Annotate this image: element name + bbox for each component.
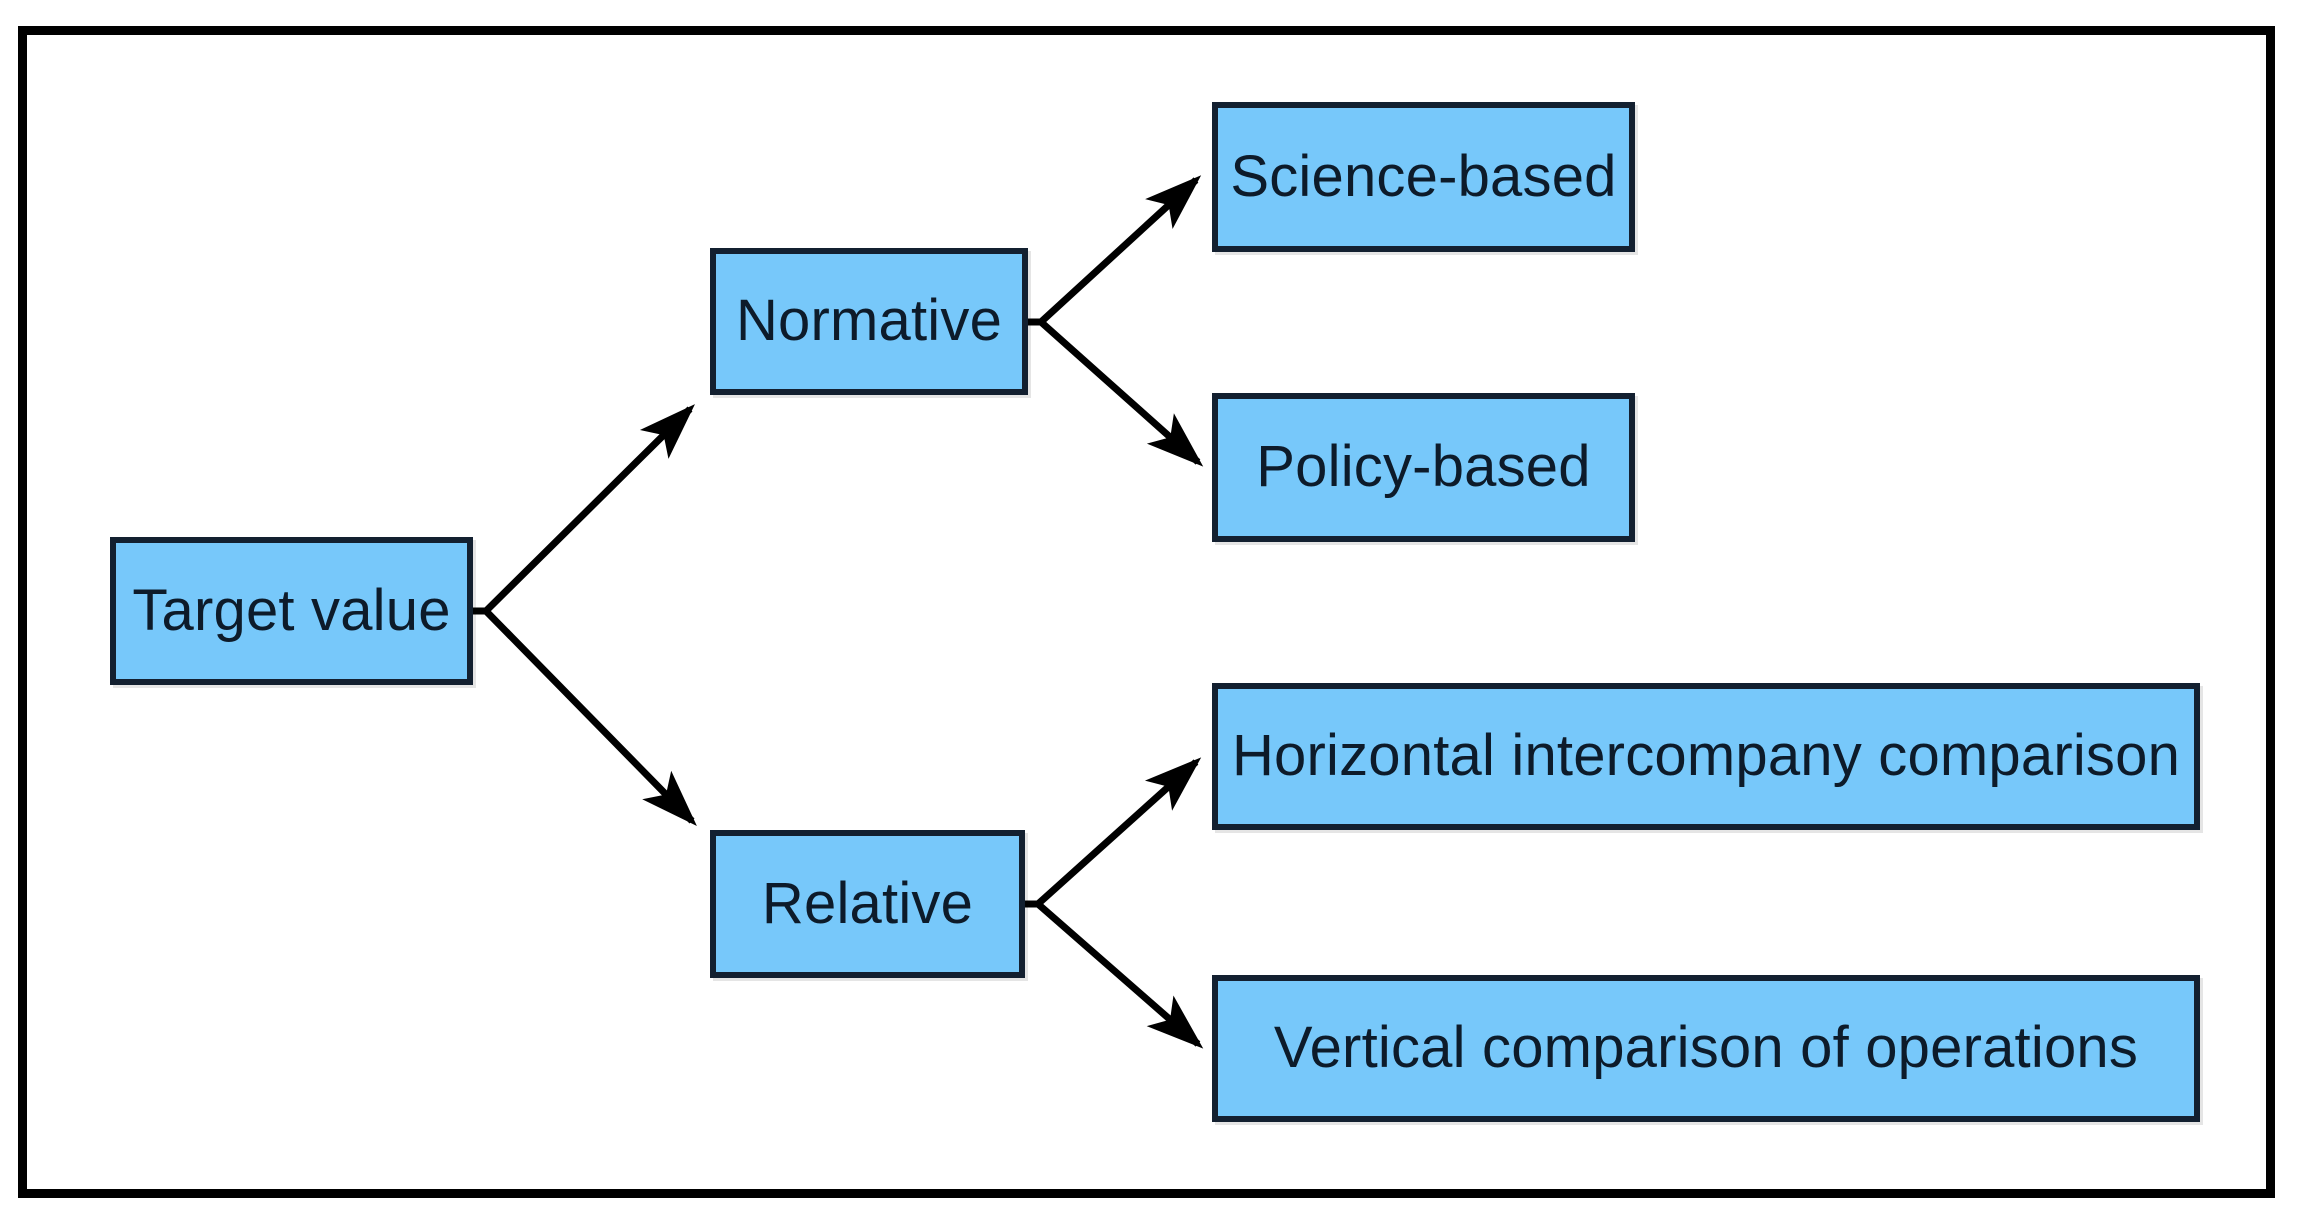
node-policy-based[interactable]: Policy-based (1212, 393, 1635, 542)
node-target-value-label: Target value (132, 577, 451, 643)
node-relative[interactable]: Relative (710, 830, 1025, 978)
node-vertical-comparison-of-operations-label: Vertical comparison of operations (1273, 1015, 2139, 1081)
node-target-value[interactable]: Target value (110, 537, 473, 685)
node-normative[interactable]: Normative (710, 248, 1028, 395)
node-science-based-label: Science-based (1230, 143, 1617, 209)
node-horizontal-intercompany-comparison-label: Horizontal intercompany comparison (1231, 723, 2181, 789)
node-science-based[interactable]: Science-based (1212, 102, 1635, 252)
node-normative-label: Normative (735, 288, 1003, 354)
node-policy-based-label: Policy-based (1256, 434, 1591, 500)
node-vertical-comparison-of-operations[interactable]: Vertical comparison of operations (1212, 975, 2200, 1122)
node-horizontal-intercompany-comparison[interactable]: Horizontal intercompany comparison (1212, 683, 2200, 830)
node-relative-label: Relative (761, 870, 974, 936)
